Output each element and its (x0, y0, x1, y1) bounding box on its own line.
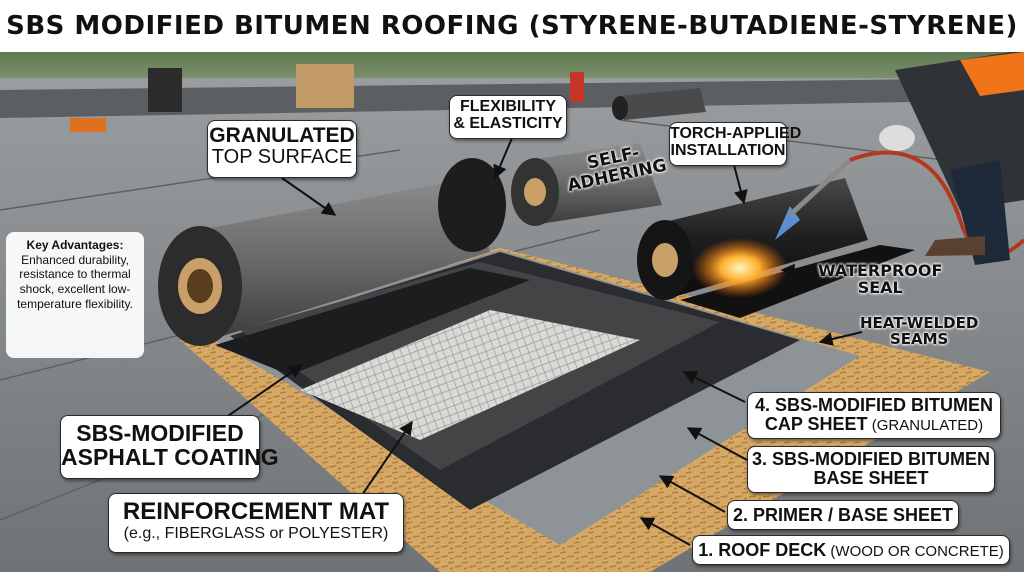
key-advantages-text: Enhanced durability, resistance to therm… (17, 252, 133, 311)
torch-flame (692, 238, 788, 298)
bucket (148, 68, 182, 112)
key-advantages-box: Key Advantages: Enhanced durability, res… (6, 232, 144, 358)
layer-label-roof-deck: 1. ROOF DECK (WOOD OR CONCRETE) (692, 535, 1010, 565)
layer-label-cap-sheet: 4. SBS-MODIFIED BITUMEN CAP SHEET (GRANU… (747, 392, 1001, 439)
label-waterproof-seal: WATERPROOF SEAL (818, 261, 943, 297)
torch-wand (788, 158, 852, 217)
callout-flexibility-elasticity: FLEXIBILITY & ELASTICITY (449, 95, 567, 139)
worker-boot (925, 236, 985, 256)
title-bar: SBS MODIFIED BITUMEN ROOFING (STYRENE-BU… (0, 0, 1024, 52)
gas-canister (570, 72, 584, 102)
callout-reinforcement-mat: REINFORCEMENT MAT (e.g., FIBERGLASS or P… (108, 493, 404, 553)
arrow-torch (733, 164, 748, 205)
worker-glove (879, 125, 915, 151)
arrow-cap-sheet (682, 371, 746, 403)
arrow-asphalt (221, 364, 304, 421)
arrow-primer (658, 475, 726, 513)
arrow-granulated (281, 177, 337, 216)
worker-legs (950, 160, 1010, 265)
granulated-roll-body (200, 178, 490, 340)
safety-vest (960, 52, 1024, 96)
arrow-seams (818, 331, 863, 346)
layer-label-primer: 2. PRIMER / BASE SHEET (727, 500, 959, 530)
cardboard-box (296, 64, 354, 108)
callout-sbs-asphalt-coating: SBS-MODIFIED ASPHALT COATING (60, 415, 279, 479)
arrow-flexibility (493, 137, 513, 180)
spare-roll (620, 88, 706, 120)
callout-torch-applied-installation: TORCH-APPLIED INSTALLATION (669, 122, 801, 166)
layer-label-base-sheet: 3. SBS-MODIFIED BITUMEN BASE SHEET (747, 446, 995, 493)
callout-granulated-top-surface: GRANULATED TOP SURFACE (207, 120, 357, 178)
reinforcement-mesh (300, 310, 640, 440)
granulated-roll-end (438, 158, 506, 252)
tool (70, 118, 106, 132)
arrow-reinforcement (361, 420, 413, 496)
asphalt-coating (215, 268, 530, 375)
self-adhering-roll-body (530, 143, 662, 224)
key-advantages-title: Key Advantages: (26, 238, 124, 252)
page-title: SBS MODIFIED BITUMEN ROOFING (STYRENE-BU… (6, 11, 1018, 41)
arrow-base-sheet (686, 427, 748, 461)
arrow-roof-deck (639, 517, 691, 546)
arrow-waterproof (780, 263, 819, 278)
label-heat-welded-seams: HEAT-WELDED SEAMS (860, 314, 979, 348)
heat-welded-seam-strip (680, 245, 915, 318)
